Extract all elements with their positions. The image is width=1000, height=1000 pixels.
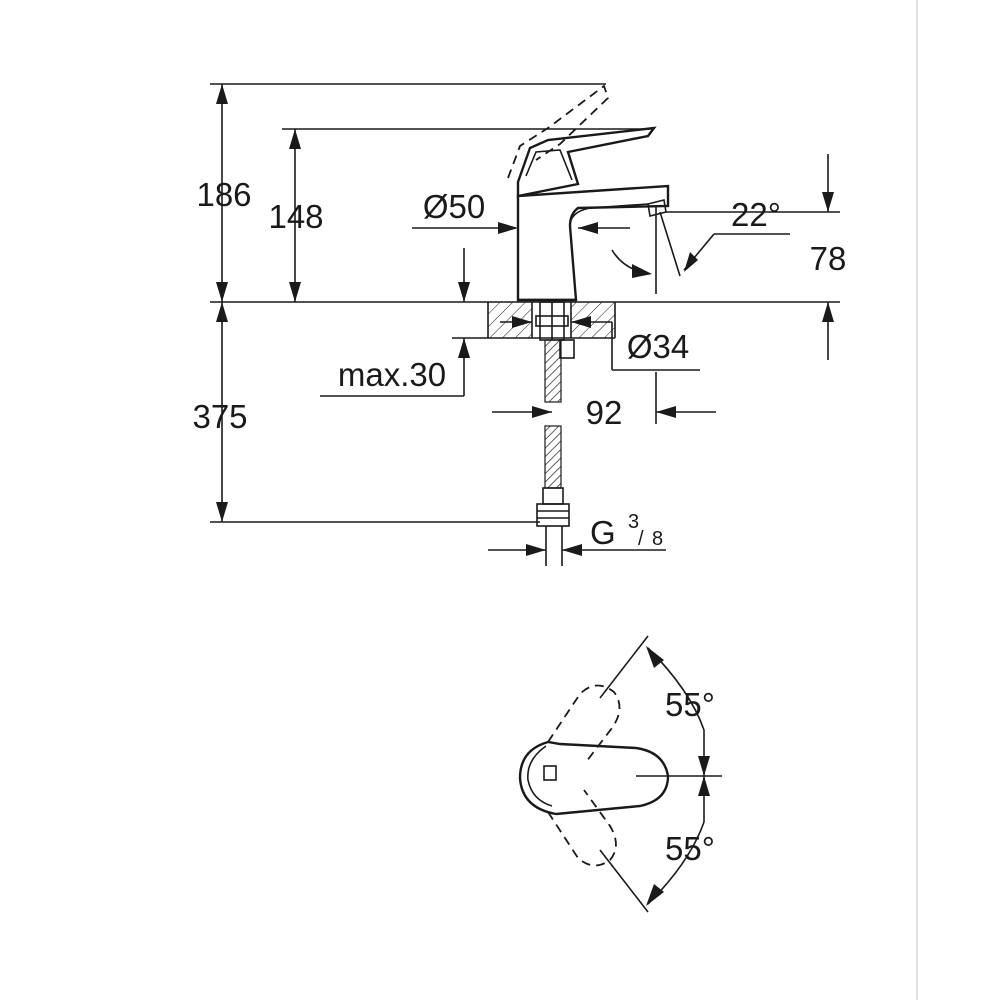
dimension-d50: Ø50 bbox=[412, 188, 630, 234]
mounting-assembly bbox=[535, 301, 575, 566]
dim-22deg-label: 22° bbox=[731, 196, 781, 233]
dimension-186: 186 bbox=[196, 83, 606, 302]
top-angle-lower-label: 55° bbox=[665, 830, 715, 867]
dimension-92: 92 bbox=[492, 372, 716, 431]
dimension-148: 148 bbox=[268, 128, 650, 302]
dimension-d34: Ø34 bbox=[500, 316, 700, 371]
dim-max30-label: max.30 bbox=[338, 356, 446, 393]
dimension-78: 78 bbox=[666, 154, 846, 360]
thread-prefix-label: G bbox=[590, 514, 616, 551]
top-view: 55° 55° bbox=[518, 635, 722, 913]
side-view: 186 148 Ø50 max.30 bbox=[192, 83, 846, 566]
dimension-thread: G 3 / 8 bbox=[488, 511, 666, 556]
dimension-375: 375 bbox=[192, 302, 540, 523]
dim-186-label: 186 bbox=[196, 176, 251, 213]
faucet-body bbox=[507, 84, 670, 302]
top-angle-upper-label: 55° bbox=[665, 686, 715, 723]
thread-denominator-label: 8 bbox=[652, 528, 663, 550]
dim-d50-label: Ø50 bbox=[423, 188, 485, 225]
dimension-22deg: 22° bbox=[611, 196, 790, 294]
thread-fraction-slash: / bbox=[638, 528, 644, 550]
dim-78-label: 78 bbox=[810, 240, 847, 277]
dim-375-label: 375 bbox=[192, 398, 247, 435]
dim-148-label: 148 bbox=[268, 198, 323, 235]
thread-numerator-label: 3 bbox=[628, 511, 639, 533]
dim-92-label: 92 bbox=[586, 394, 623, 431]
dim-d34-label: Ø34 bbox=[627, 328, 689, 365]
dimension-max30: max.30 bbox=[320, 248, 488, 397]
